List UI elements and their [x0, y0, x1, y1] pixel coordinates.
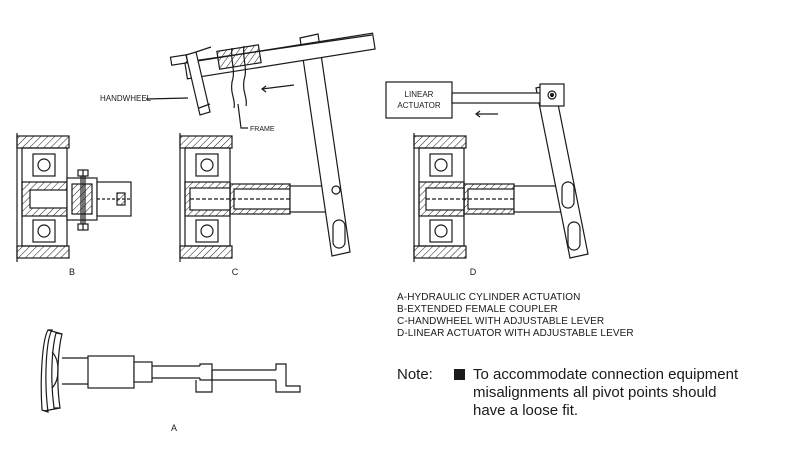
figure-b-drawing: [16, 133, 132, 262]
note-text: To accommodate connection equipment misa…: [473, 366, 763, 420]
figure-letter-b: B: [69, 267, 75, 277]
linear-actuator-label-line1: LINEAR: [405, 90, 434, 99]
note-line-3: have a loose fit.: [473, 402, 579, 419]
handwheel-leader: [145, 97, 189, 100]
frame-leader: [237, 103, 248, 129]
figure-letter-c: C: [232, 267, 239, 277]
figure-letter-d: D: [470, 267, 477, 277]
handwheel-label: HANDWHEEL: [100, 94, 152, 103]
figure-letter-a: A: [171, 423, 177, 433]
linear-actuator-label-line2: ACTUATOR: [397, 101, 440, 110]
legend-item-d: D-LINEAR ACTUATOR WITH ADJUSTABLE LEVER: [397, 328, 634, 339]
legend-item-b: B-EXTENDED FEMALE COUPLER: [397, 304, 558, 315]
legend-item-a: A-HYDRAULIC CYLINDER ACTUATION: [397, 292, 581, 303]
note-label: Note:: [397, 366, 433, 383]
figure-d-drawing: [385, 81, 589, 262]
figure-a-drawing: [40, 329, 301, 413]
note-line-2: misalignments all pivot points should: [473, 384, 717, 401]
note-line-1: To accommodate connection equipment: [473, 366, 739, 383]
legend: A-HYDRAULIC CYLINDER ACTUATION B-EXTENDE…: [397, 292, 634, 340]
figure-c-drawing: [169, 32, 376, 262]
legend-item-c: C-HANDWHEEL WITH ADJUSTABLE LEVER: [397, 316, 605, 327]
square-bullet-icon: [454, 369, 465, 380]
frame-label: FRAME: [250, 126, 275, 133]
